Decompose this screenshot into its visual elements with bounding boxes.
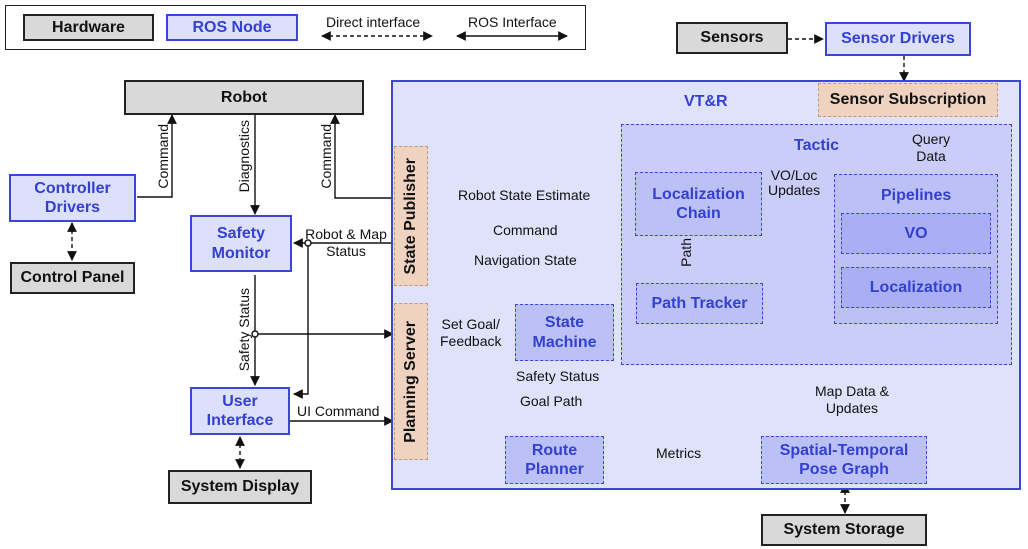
vo-loc-updates-label: VO/Loc Updates: [768, 167, 821, 198]
pipelines-title: Pipelines: [881, 187, 952, 204]
goal-path-label: Goal Path: [520, 393, 583, 409]
vo-box: VO: [841, 213, 991, 254]
query-data-text: Query Data: [912, 131, 951, 164]
vtr-title: VT&R: [684, 93, 728, 110]
metrics-label: Metrics: [656, 445, 702, 461]
user-interface-node: User Interface: [190, 387, 290, 435]
planning-server-box: Planning Server: [394, 303, 428, 460]
map-data-updates-text: Map Data & Updates: [815, 383, 889, 416]
command-left-label: Command: [155, 124, 171, 189]
sensor-drivers-node: Sensor Drivers: [825, 22, 971, 56]
pose-graph-label: Spatial-Temporal Pose Graph: [779, 441, 909, 478]
route-planner-label: Route Planner: [525, 441, 584, 478]
safety-status-vert-label: Safety Status: [236, 288, 252, 372]
safety-monitor-label: Safety Monitor: [211, 225, 271, 262]
robot-map-status-label: Robot & Map Status: [303, 226, 389, 260]
legend-ros-node: ROS Node: [166, 14, 298, 41]
tactic-title: Tactic: [794, 137, 840, 154]
navigation-state-label: Navigation State: [474, 252, 577, 268]
sensors-box: Sensors: [676, 22, 788, 54]
legend-frame: [5, 5, 586, 50]
control-panel-box: Control Panel: [10, 262, 135, 294]
state-publisher-box: State Publisher: [394, 146, 428, 286]
state-machine-box: State Machine: [515, 304, 614, 361]
planning-server-label: Planning Server: [402, 320, 420, 443]
sensor-subscription-box: Sensor Subscription: [818, 83, 998, 117]
set-goal-feedback-label: Set Goal/ Feedback: [440, 316, 501, 350]
robot-state-estimate-label: Robot State Estimate: [458, 187, 591, 203]
system-storage-box: System Storage: [761, 514, 927, 546]
command-right-edge: [330, 114, 393, 199]
diagnostics-label: Diagnostics: [236, 120, 252, 193]
controller-drivers-node: Controller Drivers: [9, 174, 136, 222]
path-tracker-box: Path Tracker: [636, 283, 763, 324]
safety-monitor-node: Safety Monitor: [190, 215, 292, 272]
system-display-box: System Display: [168, 470, 312, 504]
safety-status-label: Safety Status: [516, 368, 600, 384]
localization-chain-label: Localization Chain: [652, 185, 745, 222]
robot-box: Robot: [124, 80, 364, 115]
ui-command-label: UI Command: [297, 403, 380, 419]
localization-box: Localization: [841, 267, 991, 308]
localization-chain-box: Localization Chain: [635, 172, 762, 236]
command-mid-label: Command: [493, 222, 558, 238]
map-data-updates-label: Map Data & Updates: [815, 383, 889, 417]
legend-hardware: Hardware: [23, 14, 154, 41]
legend-direct-label: Direct interface: [326, 14, 421, 30]
legend-ros-label: ROS Interface: [468, 14, 557, 30]
state-machine-label: State Machine: [532, 314, 597, 351]
set-goal-feedback-text: Set Goal/ Feedback: [440, 316, 502, 349]
vo-loc-updates-text: VO/Loc Updates: [768, 167, 821, 198]
pose-graph-box: Spatial-Temporal Pose Graph: [761, 436, 927, 484]
path-label: Path: [678, 238, 694, 267]
user-interface-label: User Interface: [206, 392, 274, 429]
robot-map-status-text: Robot & Map Status: [305, 226, 387, 259]
command-left-edge: [137, 114, 177, 198]
state-publisher-label: State Publisher: [402, 157, 420, 275]
controller-drivers-label: Controller Drivers: [34, 179, 111, 216]
command-right-label: Command: [318, 124, 334, 189]
status-to-ui-edge: [293, 243, 309, 399]
query-data-label: Query Data: [912, 131, 950, 165]
route-planner-box: Route Planner: [505, 436, 604, 484]
